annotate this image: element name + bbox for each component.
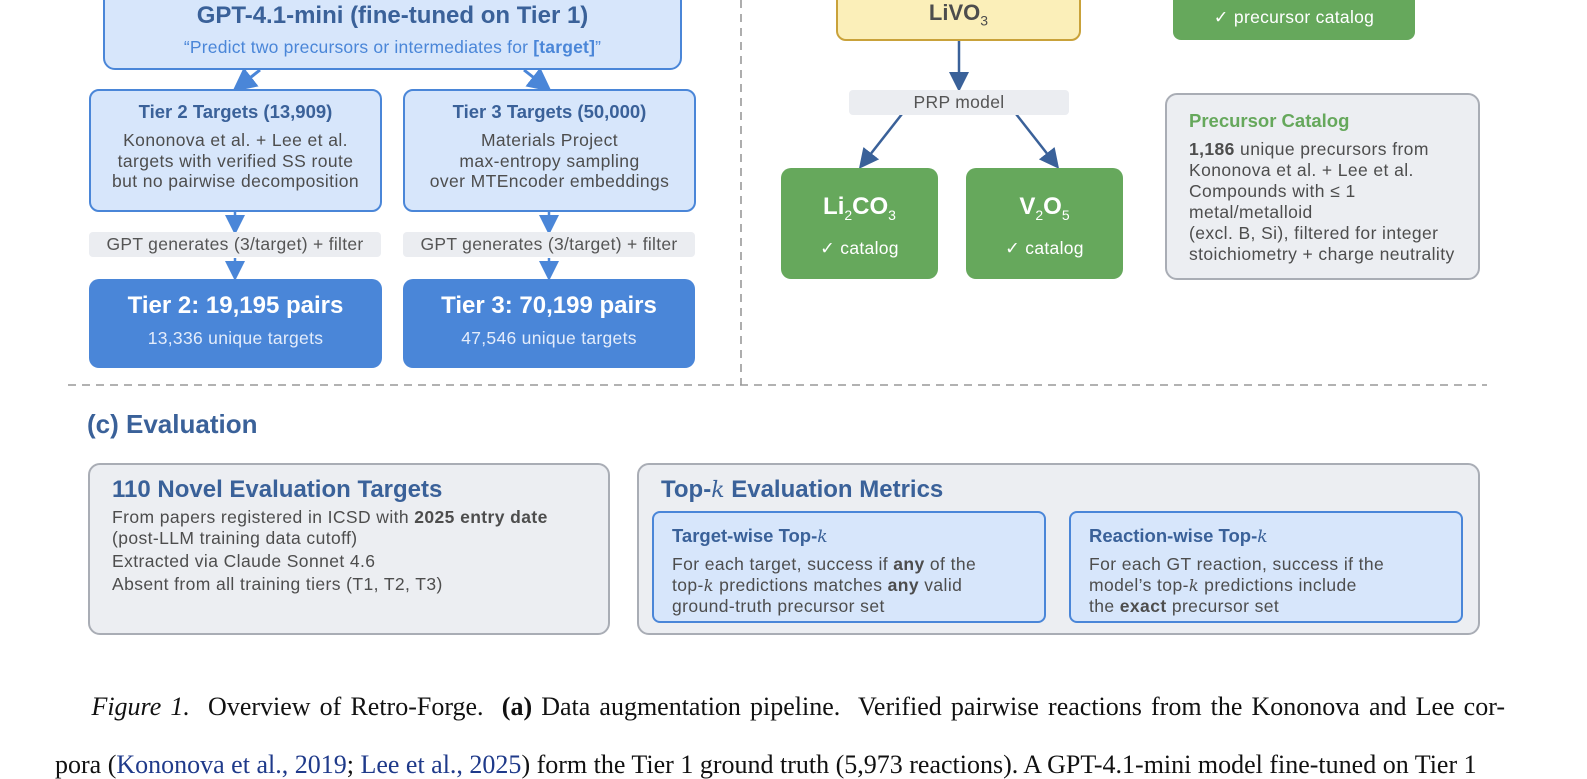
evaluation-heading: (c) Evaluation (87, 409, 258, 439)
finetuned-model-prompt: “Predict two precursors or intermediates… (183, 37, 602, 57)
target-wise-topk-description: For each target, success if any of the t… (672, 554, 977, 616)
precursor-catalog-description: 1,186 unique precursors from Kononova et… (1189, 139, 1455, 264)
figure-caption: Figure 1. Overview of Retro-Forge. (a) D… (55, 663, 1505, 779)
target-compound-formula: LiVO3 (928, 0, 989, 29)
tier2-generation-chip: GPT generates (3/target) + filter (89, 232, 381, 257)
citation-kononova[interactable]: Kononova et al., 2019 (116, 750, 347, 779)
finetuned-model-box: GPT-4.1-mini (fine-tuned on Tier 1) “Pre… (103, 0, 682, 70)
arrow-prp-to-li2co3 (858, 113, 903, 169)
novel-targets-box: 110 Novel Evaluation Targets From papers… (88, 463, 610, 635)
tier2-result-title: Tier 2: 19,195 pairs (127, 292, 344, 319)
arrow-main-to-tier2 (232, 67, 261, 92)
arrow-prp-to-v2o5 (1015, 113, 1060, 169)
precursor-li2co3-catalog-check: ✓ catalog (820, 238, 899, 258)
novel-targets-title: 110 Novel Evaluation Targets (112, 476, 443, 503)
precursor-v2o5-formula: V2O5 (1019, 193, 1070, 223)
tier3-targets-title: Tier 3 Targets (50,000) (452, 101, 647, 122)
precursor-catalog-title: Precursor Catalog (1189, 110, 1350, 131)
novel-targets-description: From papers registered in ICSD with 2025… (112, 507, 548, 594)
target-wise-topk-title: Target-wise Top-k (672, 525, 828, 547)
prp-model-label: PRP model (849, 90, 1069, 115)
tier3-generation-chip: GPT generates (3/target) + filter (403, 232, 695, 257)
topk-metrics-box: Top-k Evaluation Metrics Target-wise Top… (637, 463, 1480, 635)
precursor-catalog-box: Precursor Catalog 1,186 unique precursor… (1165, 93, 1480, 280)
target-wise-topk-box: Target-wise Top-k For each target, succe… (652, 511, 1046, 623)
reaction-wise-topk-box: Reaction-wise Top-k For each GT reaction… (1069, 511, 1463, 623)
tier2-result-subtitle: 13,336 unique targets (147, 328, 324, 348)
precursor-li2co3-box: Li2CO3 ✓ catalog (781, 168, 938, 279)
target-compound-box: LiVO3 (836, 0, 1081, 41)
reaction-wise-topk-description: For each GT reaction, success if the mod… (1089, 554, 1385, 616)
tier3-targets-box: Tier 3 Targets (50,000) Materials Projec… (403, 89, 696, 212)
precursor-v2o5-catalog-check: ✓ catalog (1005, 238, 1084, 258)
tier2-targets-description: Kononova et al. + Lee et al. targets wit… (111, 130, 359, 191)
legend-precursor-catalog-chip: ✓ precursor catalog (1173, 0, 1415, 40)
tier3-result-title: Tier 3: 70,199 pairs (441, 292, 657, 319)
finetuned-model-title: GPT-4.1-mini (fine-tuned on Tier 1) (196, 2, 589, 29)
tier2-targets-title: Tier 2 Targets (13,909) (138, 101, 333, 122)
arrow-main-to-tier3 (523, 67, 552, 92)
precursor-li2co3-formula: Li2CO3 (823, 193, 896, 223)
tier2-targets-box: Tier 2 Targets (13,909) Kononova et al. … (89, 89, 382, 212)
caption-line-1: Figure 1. Overview of Retro-Forge. (a) D… (91, 692, 1505, 721)
connector-layer (68, 0, 1487, 386)
reaction-wise-topk-title: Reaction-wise Top-k (1089, 525, 1268, 547)
citation-lee[interactable]: Lee et al., 2025 (360, 750, 522, 779)
topk-metrics-title: Top-k Evaluation Metrics (661, 476, 944, 503)
precursor-v2o5-box: V2O5 ✓ catalog (966, 168, 1123, 279)
tier2-result-box: Tier 2: 19,195 pairs 13,336 unique targe… (89, 279, 382, 368)
tier3-result-subtitle: 47,546 unique targets (461, 328, 637, 348)
tier3-result-box: Tier 3: 70,199 pairs 47,546 unique targe… (403, 279, 695, 368)
caption-figure-label: Figure 1. (91, 692, 190, 721)
caption-line-2: pora (Kononova et al., 2019; Lee et al.,… (55, 750, 1477, 779)
tier3-targets-description: Materials Project max-entropy sampling o… (429, 130, 670, 191)
